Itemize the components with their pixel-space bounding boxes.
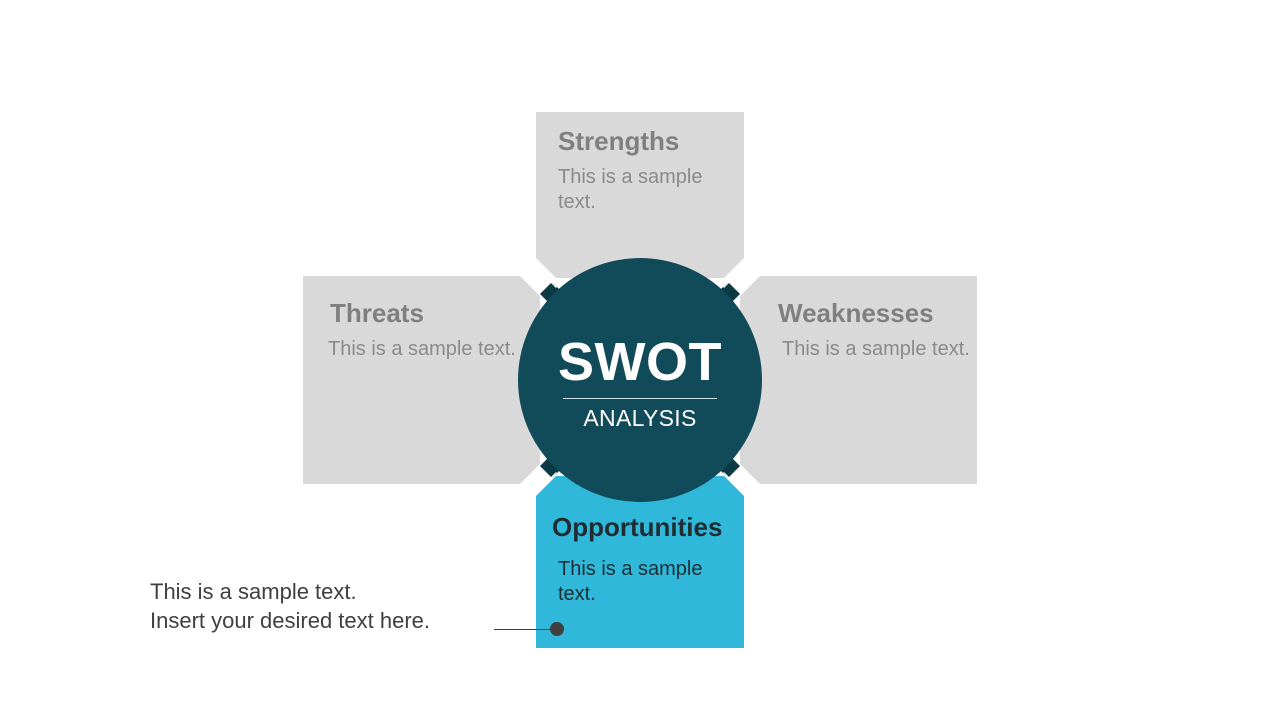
connector-dot [550,622,564,636]
threats-title: Threats [330,298,424,328]
opportunities-text: This is a sample text. [558,558,703,605]
note-text: This is a sample text. Insert your desir… [150,577,430,635]
strengths-box [536,112,744,278]
strengths-title: Strengths [558,126,680,156]
opportunities-block: Opportunities This is a sample text. [552,512,742,607]
strengths-block: Strengths This is a sample text. [558,126,738,215]
threats-text: This is a sample text. [328,338,516,360]
note-line-2: Insert your desired text here. [150,608,431,633]
center-circle [518,258,762,502]
center-label: SWOT ANALYSIS [518,258,762,502]
note-line-1: This is a sample text. [150,579,357,604]
strengths-text: This is a sample text. [558,166,703,213]
weaknesses-text: This is a sample text. [782,338,970,360]
weaknesses-box [740,276,977,484]
connector-line [494,629,554,630]
opportunities-title: Opportunities [552,512,723,542]
center-divider [563,398,717,399]
weaknesses-title: Weaknesses [778,298,934,328]
center-title: SWOT [558,332,722,392]
threats-block: Threats This is a sample text. [328,298,519,362]
threats-box [303,276,540,484]
center-subtitle: ANALYSIS [583,405,697,431]
weaknesses-block: Weaknesses This is a sample text. [778,298,973,362]
opportunities-box [536,476,744,648]
